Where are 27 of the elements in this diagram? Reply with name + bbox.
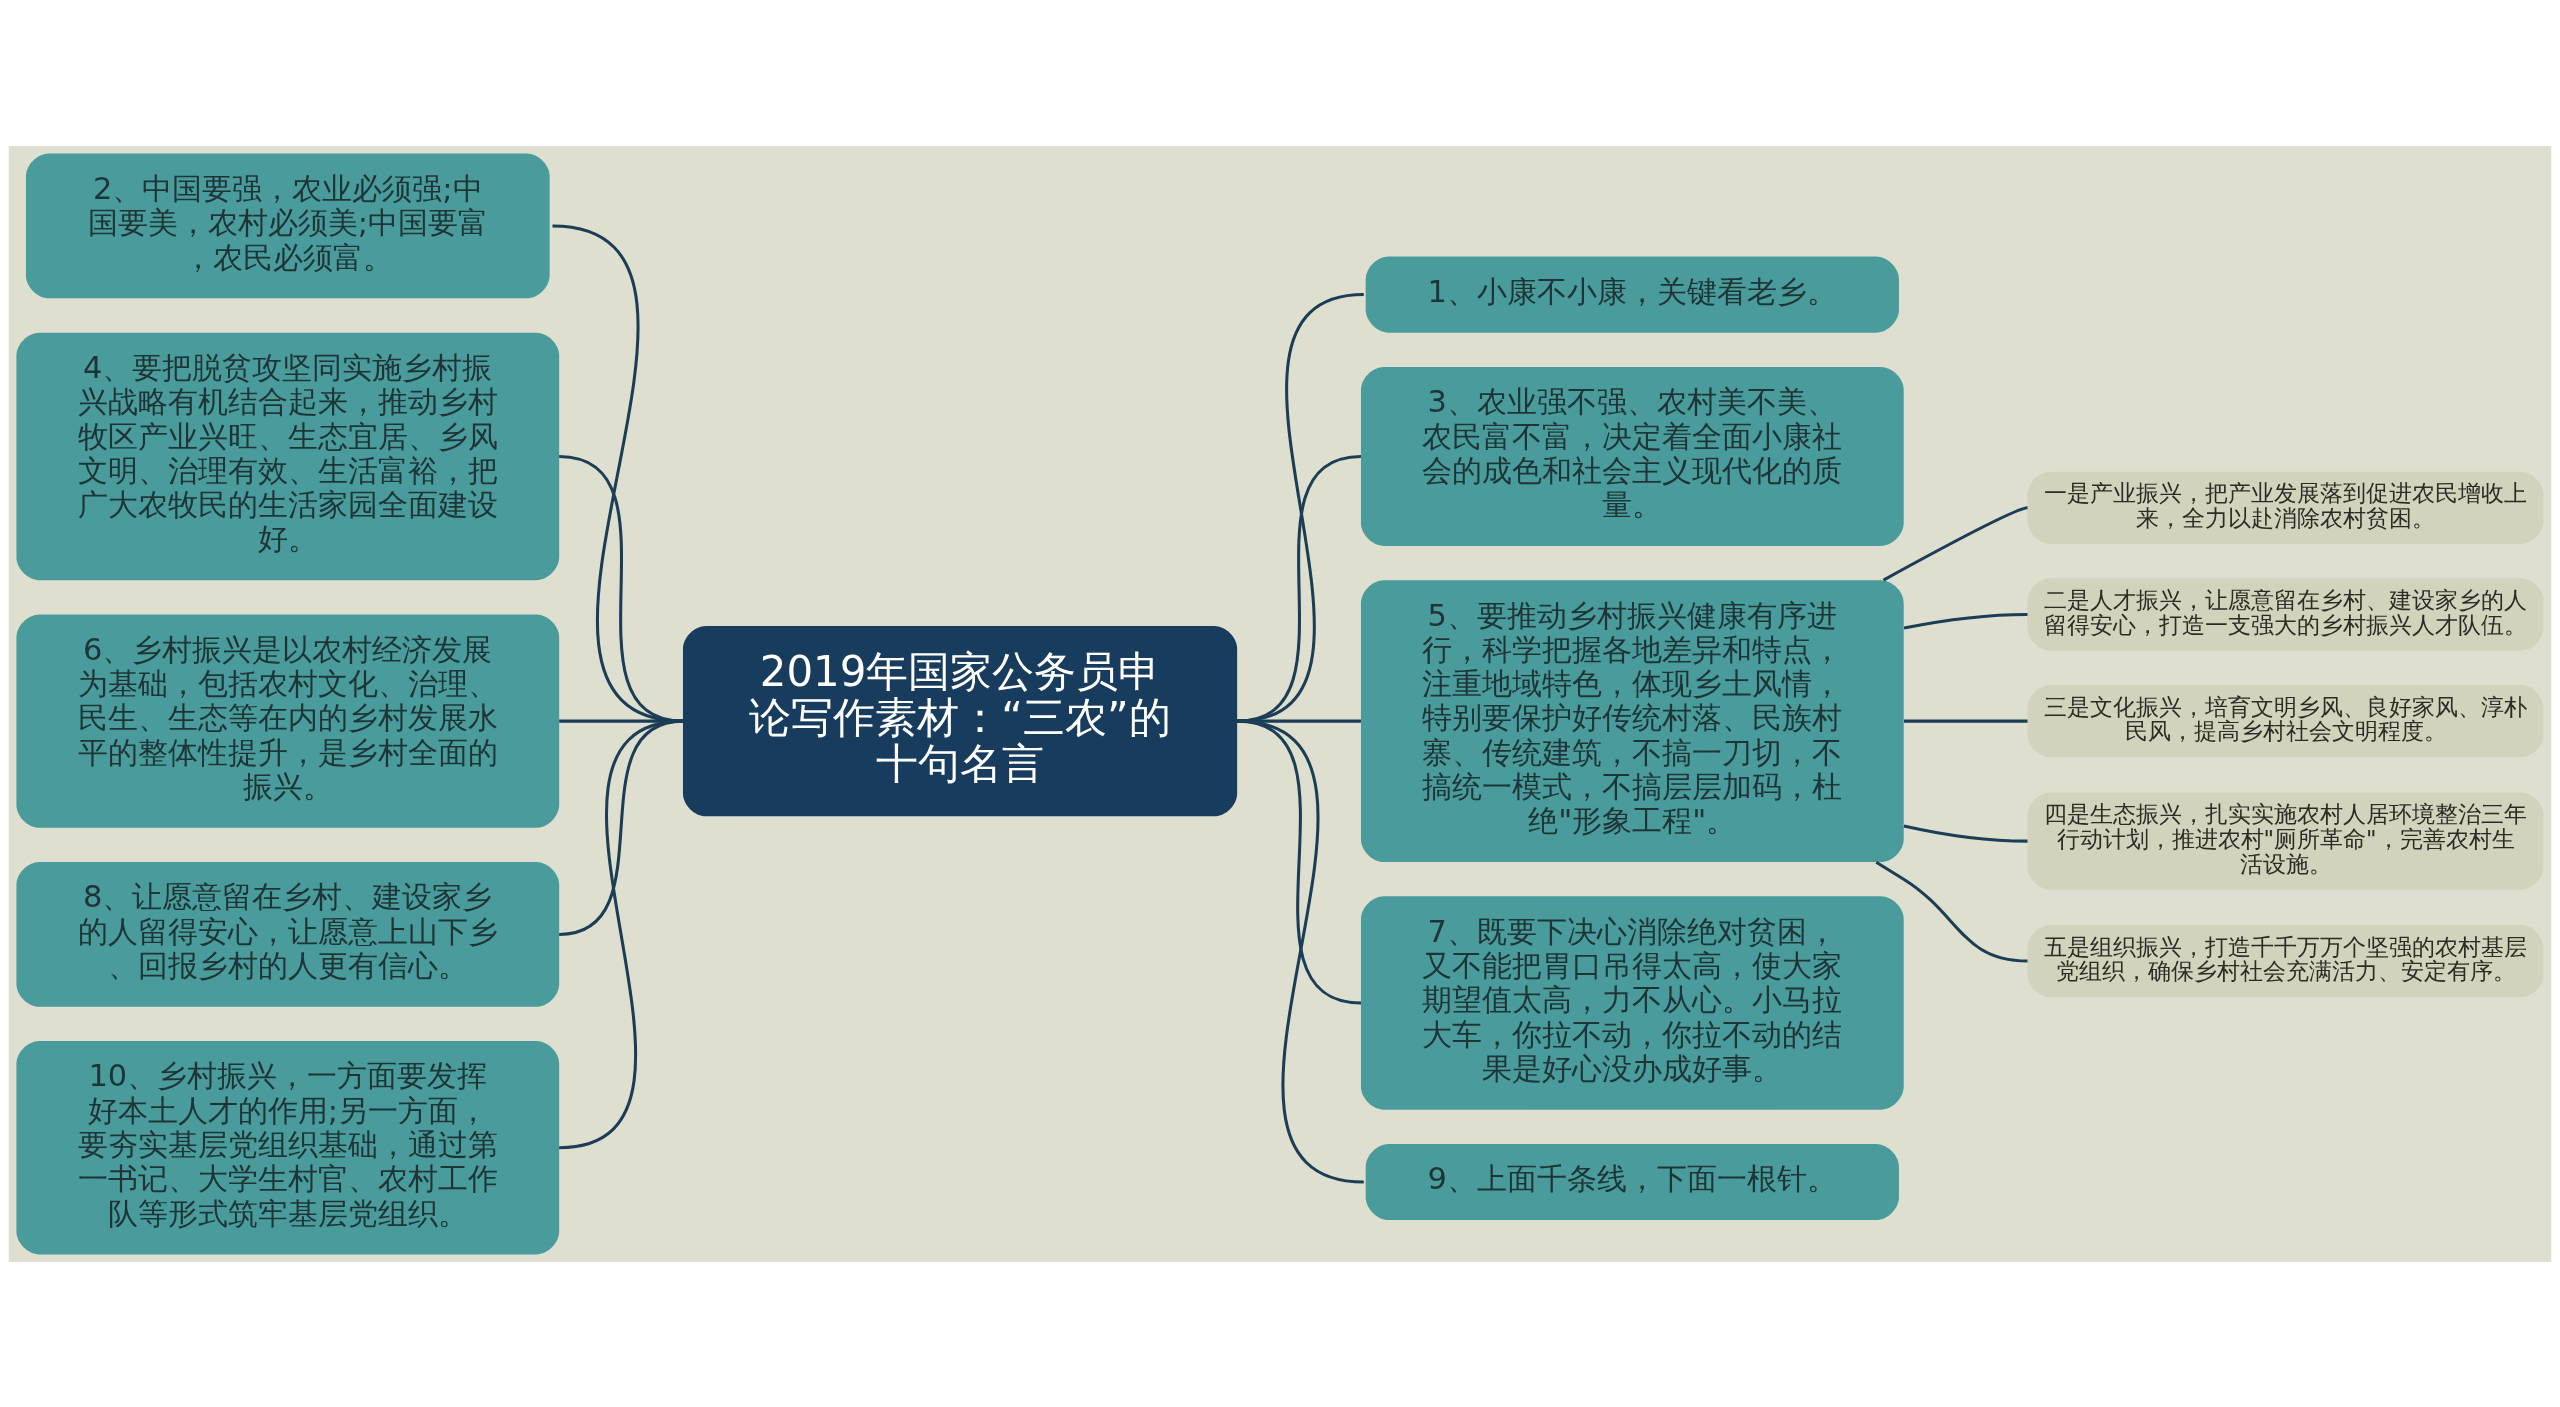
node-box: 3、农业强不强、农村美不美、农民富不富，决定着全面小康社会的成色和社会主义现代化的质量。 [1360, 366, 1904, 546]
node-box: 2、中国要强，农业必须强;中国要美，农村必须美;中国要富，农民必须富。 [25, 153, 550, 298]
node-box: 二是人才振兴，让愿意留在乡村、建设家乡的人留得安心，打造一支强大的乡村振兴人才队伍。 [2027, 577, 2544, 651]
node-box: 2019年国家公务员申论写作素材：“三农”的十句名言 [682, 625, 1238, 816]
connector [1903, 719, 2028, 723]
connector [558, 719, 684, 1149]
node-box: 一是产业振兴，把产业发展落到促进农民增收上来，全力以赴消除农村贫困。 [2027, 471, 2544, 544]
connector [1236, 454, 1362, 723]
node-box: 9、上面千条线，下面一根针。 [1365, 1143, 1899, 1220]
node-box: 5、要推动乡村振兴健康有序进行，科学把握各地差异和特点，注重地域特色，体现乡土风情，特别要保护好传统村落、民族村寨、传统建筑，不搞一刀切，不搞统一模式，不搞层层加码，杜绝"形象工程"。 [1360, 579, 1904, 862]
node-box: 三是文化振兴，培育文明乡风、良好家风、淳朴民风，提高乡村社会文明程度。 [2027, 684, 2544, 757]
node-box: 五是组织振兴，打造千千万万个坚强的农村基层党组织，确保乡村社会充满活力、安定有序。 [2027, 924, 2544, 997]
connector [558, 454, 684, 723]
connector [1882, 505, 2028, 581]
node-box: 8、让愿意留在乡村、建设家乡的人留得安心，让愿意上山下乡、回报乡村的人更有信心。 [16, 861, 560, 1007]
connector [1236, 292, 1365, 723]
node-box: 10、乡村振兴，一方面要发挥好本土人才的作用;另一方面，要夯实基层党组织基础，通过第一书记、大学生村官、农村工作队等形式筑牢基层党组织。 [16, 1040, 560, 1254]
connector [1903, 612, 2028, 630]
node-box: 四是生态振兴，扎实实施农村人居环境整治三年行动计划，推进农村"厕所革命"，完善农村生活设施。 [2027, 792, 2544, 890]
node-box: 4、要把脱贫攻坚同实施乡村振兴战略有机结合起来，推动乡村牧区产业兴旺、生态宜居、乡风文明、治理有效、生活富裕，把广大农牧民的生活家园全面建设好。 [16, 332, 560, 580]
connector [552, 224, 684, 723]
connector [1236, 719, 1365, 1183]
connector [1903, 823, 2028, 843]
node-box: 1、小康不小康，关键看老乡。 [1365, 255, 1899, 333]
node-box: 6、乡村振兴是以农村经济发展为基础，包括农村文化、治理、民生、生态等在内的乡村发展水平的整体性提升，是乡村全面的振兴。 [16, 614, 560, 828]
connector [1875, 860, 2028, 963]
node-box: 7、既要下决心消除绝对贫困，又不能把胃口吊得太高，使大家期望值太高，力不从心。小马拉大车，你拉不动，你拉不动的结果是好心没办成好事。 [1360, 895, 1904, 1110]
